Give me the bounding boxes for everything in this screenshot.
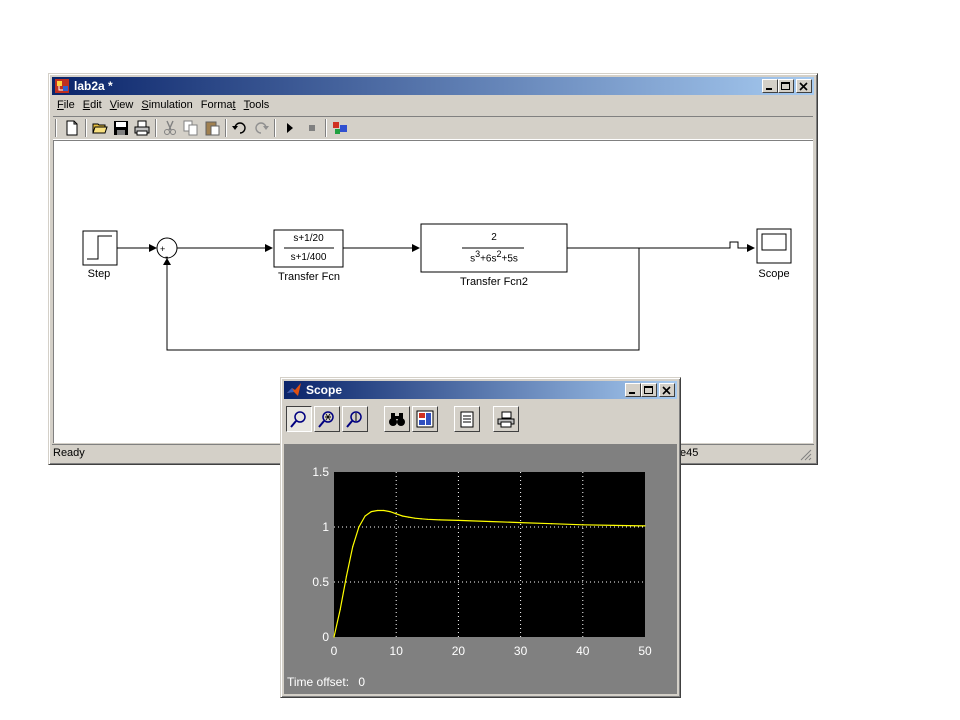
- undo-icon[interactable]: [231, 119, 249, 137]
- x-tick-label: 30: [514, 644, 528, 658]
- resize-grip-icon[interactable]: [800, 449, 812, 461]
- model-titlebar[interactable]: lab2a *: [52, 77, 814, 95]
- open-icon[interactable]: [91, 119, 109, 137]
- toolbar-grip: [55, 119, 57, 137]
- tf2-denominator: s3+6s2+5s: [470, 249, 518, 265]
- menu-simulation[interactable]: Simulation: [141, 99, 193, 111]
- simulink-icon: [55, 79, 69, 93]
- zoom-y-button[interactable]: [342, 406, 368, 432]
- x-tick-label: 40: [576, 644, 590, 658]
- scope-print-button[interactable]: [493, 406, 519, 432]
- x-tick-label: 50: [638, 644, 652, 658]
- scope-window-title: Scope: [306, 383, 343, 397]
- x-tick-label: 0: [331, 644, 338, 658]
- tf2-label: Transfer Fcn2: [459, 276, 529, 288]
- tf1-label: Transfer Fcn: [278, 271, 340, 283]
- zoom-icon: [290, 411, 306, 428]
- library-browser-icon[interactable]: [331, 119, 349, 137]
- toolbar-separator: [325, 119, 327, 137]
- new-icon[interactable]: [63, 119, 81, 137]
- minimize-icon: [766, 88, 772, 90]
- x-tick-label: 10: [390, 644, 404, 658]
- y-tick-label: 0: [322, 630, 329, 644]
- paste-icon[interactable]: [203, 119, 221, 137]
- step-block[interactable]: [82, 230, 118, 266]
- zoom-x-icon: [318, 411, 334, 428]
- cut-icon[interactable]: [161, 119, 179, 137]
- autoscale-button[interactable]: [384, 406, 410, 432]
- svg-text:-: -: [165, 252, 168, 263]
- scope-chart[interactable]: 0 10 20 30 40 50 0 0.5 1 1.5: [284, 444, 677, 694]
- scope-titlebar[interactable]: Scope: [284, 381, 677, 399]
- series-line: [333, 509, 646, 638]
- tf1-numerator: s+1/20: [293, 233, 324, 244]
- toolbar-separator: [274, 119, 276, 137]
- scope-close-button[interactable]: [659, 383, 675, 397]
- scope-block[interactable]: [756, 228, 792, 264]
- zoom-y-icon: [346, 411, 362, 428]
- redo-icon[interactable]: [252, 119, 270, 137]
- autoscale-icon: [389, 413, 405, 426]
- scope-maximize-button[interactable]: [641, 383, 657, 397]
- print-icon[interactable]: [133, 119, 151, 137]
- minimize-button[interactable]: [762, 79, 778, 93]
- scope-plot-area: 0 10 20 30 40 50 0 0.5 1 1.5 Time offset: 0: [284, 444, 677, 694]
- params-button[interactable]: [454, 406, 480, 432]
- scope-minimize-button[interactable]: [625, 383, 641, 397]
- close-icon: [799, 82, 808, 91]
- status-solver-text: e45: [680, 447, 699, 459]
- start-simulation-icon[interactable]: [281, 119, 299, 137]
- menubar: File Edit View Simulation Format Tools: [53, 96, 273, 114]
- tf1-denominator: s+1/400: [290, 252, 327, 263]
- step-label: Step: [87, 268, 111, 280]
- maximize-icon: [781, 82, 790, 90]
- toolbar-separator: [85, 119, 87, 137]
- params-icon: [460, 411, 474, 428]
- y-tick-label: 0.5: [312, 575, 329, 589]
- model-window-title: lab2a *: [74, 79, 113, 93]
- time-offset-value: 0: [358, 675, 366, 689]
- time-offset-label: Time offset:: [287, 675, 350, 689]
- scope-label: Scope: [758, 268, 790, 280]
- menu-tools[interactable]: Tools: [243, 99, 270, 111]
- toolbar-separator: [155, 119, 157, 137]
- svg-text:+: +: [160, 244, 165, 254]
- y-tick-label: 1: [322, 520, 329, 534]
- status-text: Ready: [53, 447, 85, 459]
- copy-icon[interactable]: [182, 119, 200, 137]
- tf2-numerator: 2: [491, 232, 497, 243]
- scope-window: Scope: [280, 377, 681, 698]
- save-axes-button[interactable]: [412, 406, 438, 432]
- print-icon: [497, 411, 515, 428]
- menu-format[interactable]: Format: [200, 99, 236, 111]
- close-button[interactable]: [796, 79, 812, 93]
- save-axes-icon: [416, 410, 434, 428]
- maximize-icon: [644, 386, 653, 394]
- menu-edit[interactable]: Edit: [82, 99, 102, 111]
- x-tick-label: 20: [452, 644, 466, 658]
- plot-axes-background: [334, 472, 645, 637]
- toolbar-separator: [225, 119, 227, 137]
- save-icon[interactable]: [112, 119, 130, 137]
- close-icon: [662, 386, 671, 395]
- block-diagram: + -: [82, 223, 792, 351]
- maximize-button[interactable]: [778, 79, 794, 93]
- menu-view[interactable]: View: [109, 99, 134, 111]
- zoom-button[interactable]: [286, 406, 312, 432]
- zoom-x-button[interactable]: [314, 406, 340, 432]
- menu-file[interactable]: File: [57, 99, 75, 111]
- matlab-icon: [287, 383, 301, 396]
- stop-simulation-icon[interactable]: [303, 119, 321, 137]
- model-toolbar: [53, 116, 813, 140]
- y-tick-label: 1.5: [312, 465, 329, 479]
- minimize-icon: [629, 392, 635, 394]
- time-offset: Time offset: 0: [287, 675, 365, 689]
